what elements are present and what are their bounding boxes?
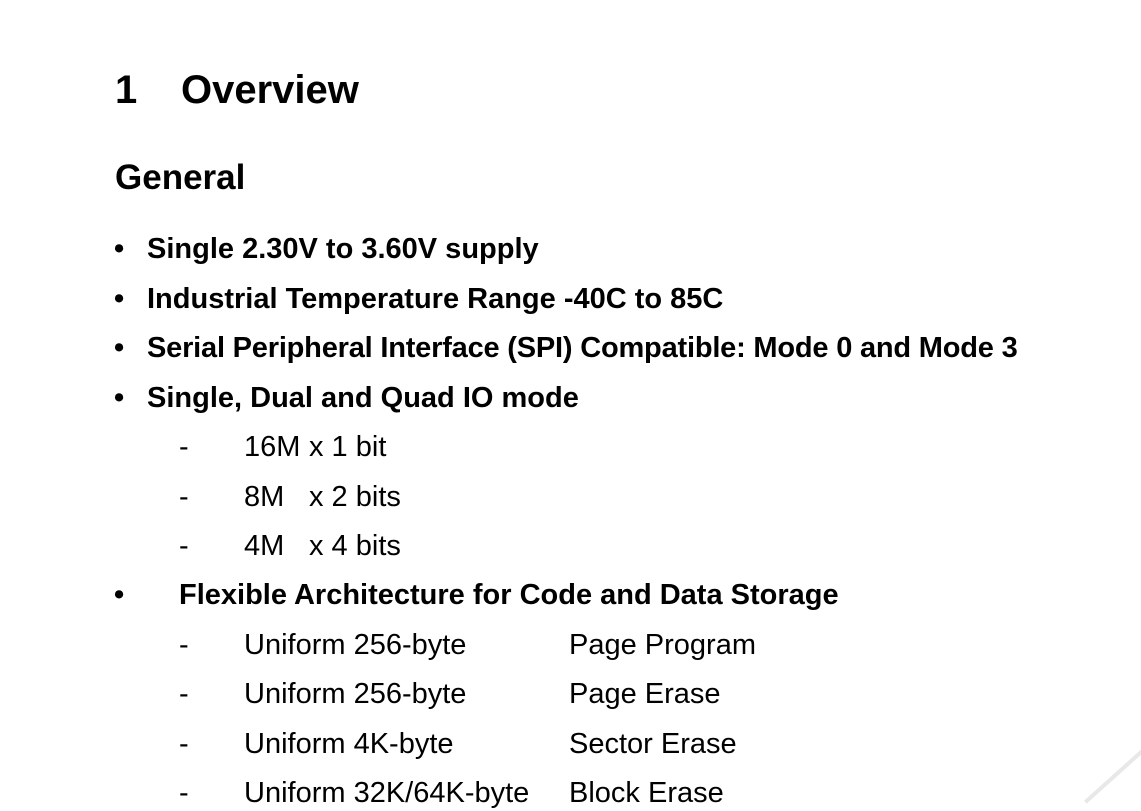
io-width: x 4 bits — [309, 530, 401, 562]
dash-symbol: - — [179, 530, 189, 562]
bullet-text: Serial Peripheral Interface (SPI) Compat… — [147, 332, 1018, 364]
architecture-unit: Uniform 32K/64K-byte — [244, 777, 530, 809]
section-title: Overview — [181, 68, 359, 112]
bullet-symbol: • — [114, 579, 125, 611]
io-width: x 1 bit — [309, 431, 387, 463]
dash-symbol: - — [179, 431, 189, 463]
io-size: 16M — [244, 431, 301, 463]
io-size: 8M — [244, 481, 285, 513]
section-number: 1 — [115, 68, 138, 112]
architecture-operation: Block Erase — [569, 777, 724, 809]
dash-symbol: - — [179, 481, 189, 513]
io-width: x 2 bits — [309, 481, 401, 513]
dash-symbol: - — [179, 728, 189, 760]
bullet-text: Flexible Architecture for Code and Data … — [179, 579, 839, 611]
section-heading: 1 Overview — [115, 66, 359, 114]
bullet-symbol: • — [114, 332, 125, 364]
bullet-symbol: • — [114, 382, 125, 414]
dash-symbol: - — [179, 629, 189, 661]
bullet-text: Single, Dual and Quad IO mode — [147, 382, 579, 414]
architecture-operation: Sector Erase — [569, 728, 737, 760]
architecture-unit: Uniform 256-byte — [244, 678, 467, 710]
bullet-symbol: • — [114, 283, 125, 315]
bullet-symbol: • — [114, 233, 125, 265]
io-size: 4M — [244, 530, 285, 562]
dash-symbol: - — [179, 678, 189, 710]
bullet-text: Single 2.30V to 3.60V supply — [147, 233, 539, 265]
subsection-heading: General — [115, 158, 246, 197]
bullet-text: Industrial Temperature Range -40C to 85C — [147, 283, 724, 315]
watermark-stroke — [1084, 720, 1141, 804]
dash-symbol: - — [179, 777, 189, 809]
architecture-unit: Uniform 4K-byte — [244, 728, 454, 760]
architecture-operation: Page Program — [569, 629, 756, 661]
architecture-unit: Uniform 256-byte — [244, 629, 467, 661]
architecture-operation: Page Erase — [569, 678, 721, 710]
